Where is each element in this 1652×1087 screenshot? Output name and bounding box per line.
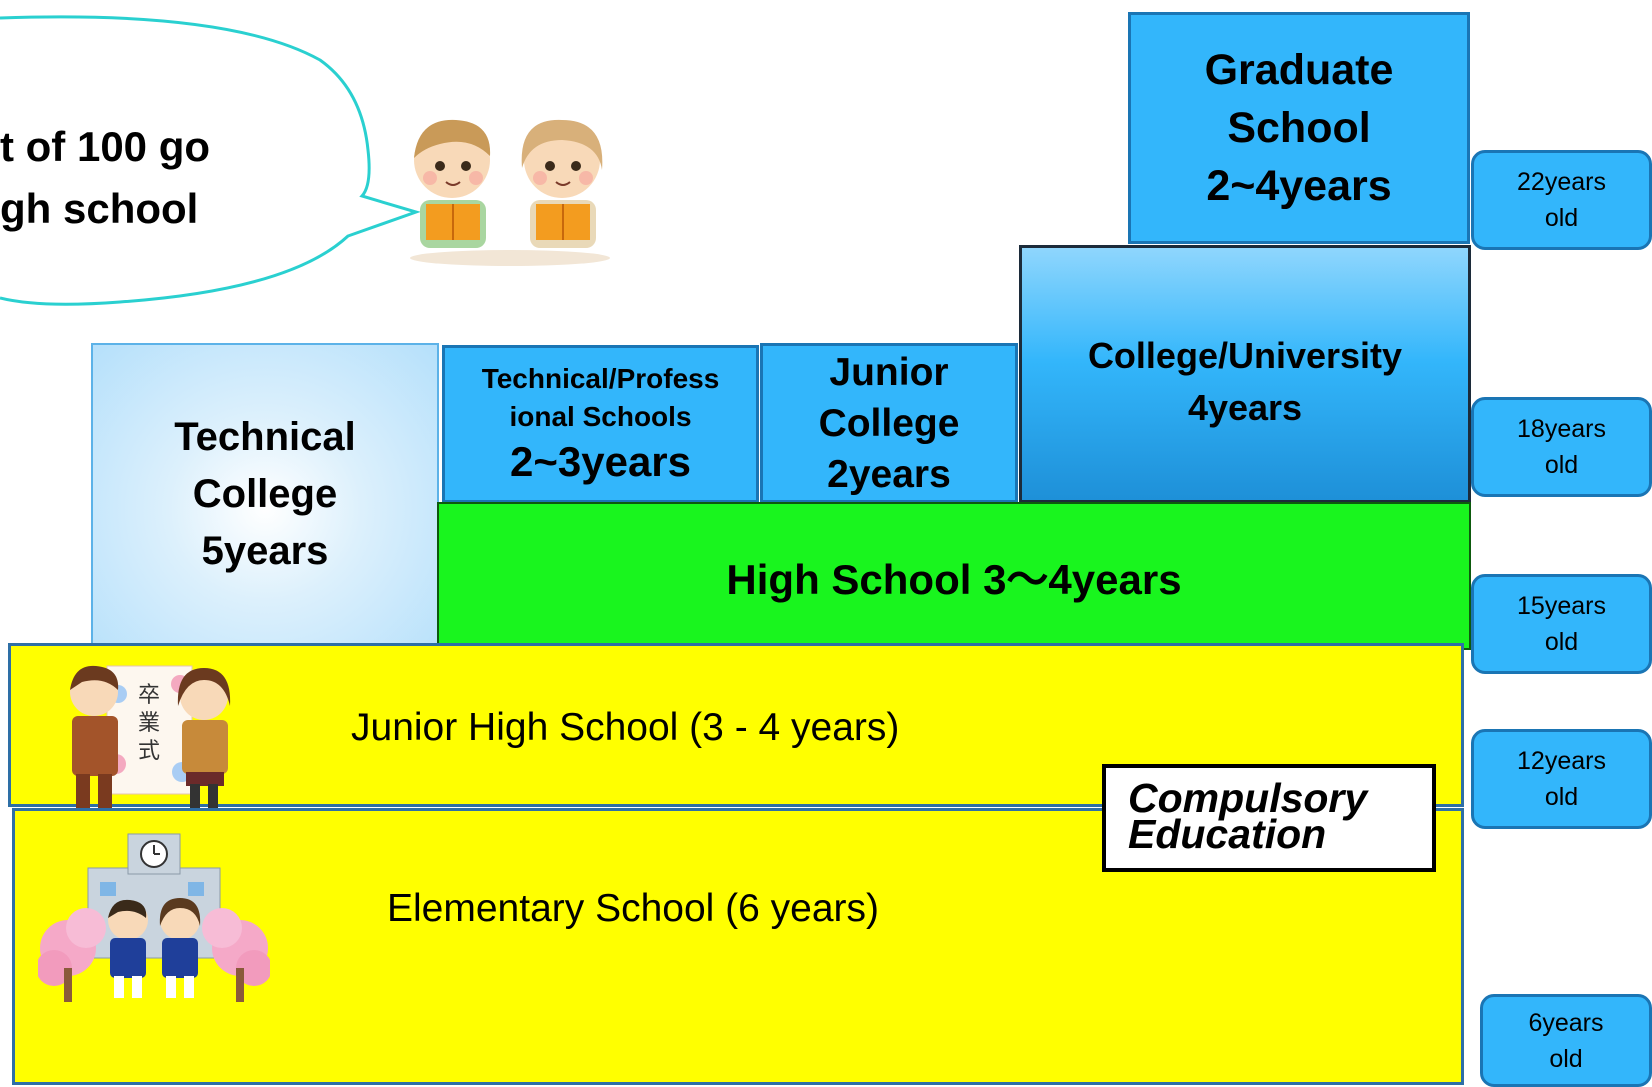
technical-college-line-2: College <box>192 471 338 516</box>
age-marker-12: 12years old <box>1471 729 1652 829</box>
graduate-line-1: Graduate <box>1204 46 1394 94</box>
graduation-students-icon: 卒 業 式 <box>70 665 231 810</box>
university-line-2: 4years <box>1187 387 1303 428</box>
age-15-unit: old <box>1544 628 1579 656</box>
high-school-label: High School 3～4years <box>726 555 1182 603</box>
graduate-line-2: School <box>1227 104 1371 152</box>
junior-college-line-3: 2years <box>827 452 951 496</box>
junior-high-label: Junior High School (3 - 4 years) <box>351 706 900 749</box>
age-12-number: 12years <box>1517 747 1606 775</box>
age-6-number: 6years <box>1528 1008 1604 1037</box>
age-18-number: 18years <box>1517 415 1606 443</box>
tech-prof-line-2: ional Schools <box>509 401 692 432</box>
svg-text:業: 業 <box>138 711 160 736</box>
junior-college-box: Junior College 2years <box>760 343 1018 503</box>
age-18-unit: old <box>1544 451 1579 479</box>
bubble-line-1: t of 100 go <box>0 123 211 170</box>
graduate-school-box: Graduate School 2~4years <box>1128 12 1470 244</box>
college-university-box: College/University 4years <box>1019 245 1471 503</box>
junior-college-line-2: College <box>818 401 960 445</box>
age-12-unit: old <box>1544 783 1579 811</box>
age-6-unit: old <box>1549 1044 1583 1073</box>
graduate-line-3: 2~4years <box>1206 162 1392 210</box>
age-marker-6: 6years old <box>1480 994 1652 1087</box>
technical-professional-box: Technical/Profess ional Schools 2~3years <box>442 345 759 503</box>
high-school-box: High School 3～4years <box>437 502 1471 650</box>
children-reading-icon <box>410 119 610 266</box>
age-15-number: 15years <box>1517 592 1606 620</box>
svg-text:式: 式 <box>138 739 160 764</box>
svg-text:卒: 卒 <box>138 683 160 708</box>
compulsory-education-label: Compulsory Education <box>1102 764 1436 872</box>
bubble-line-2: gh school <box>0 185 199 232</box>
junior-college-line-1: Junior <box>829 350 949 394</box>
school-building-students-icon <box>38 833 270 1002</box>
university-line-1: College/University <box>1087 335 1403 376</box>
age-marker-15: 15years old <box>1471 574 1652 674</box>
tech-prof-line-1: Technical/Profess <box>481 363 720 394</box>
compulsory-line-1: Compulsory <box>1128 775 1368 821</box>
age-22-unit: old <box>1544 204 1579 232</box>
technical-college-line-1: Technical <box>174 414 356 459</box>
elementary-label: Elementary School (6 years) <box>387 887 880 930</box>
technical-college-line-3: 5years <box>201 528 329 573</box>
age-22-number: 22years <box>1517 168 1606 196</box>
compulsory-line-2: Education <box>1128 811 1327 857</box>
technical-college-box: Technical College 5years <box>91 343 439 645</box>
age-marker-18: 18years old <box>1471 397 1652 497</box>
speech-bubble <box>0 15 421 306</box>
tech-prof-line-3: 2~3years <box>509 438 692 485</box>
age-marker-22: 22years old <box>1471 150 1652 250</box>
